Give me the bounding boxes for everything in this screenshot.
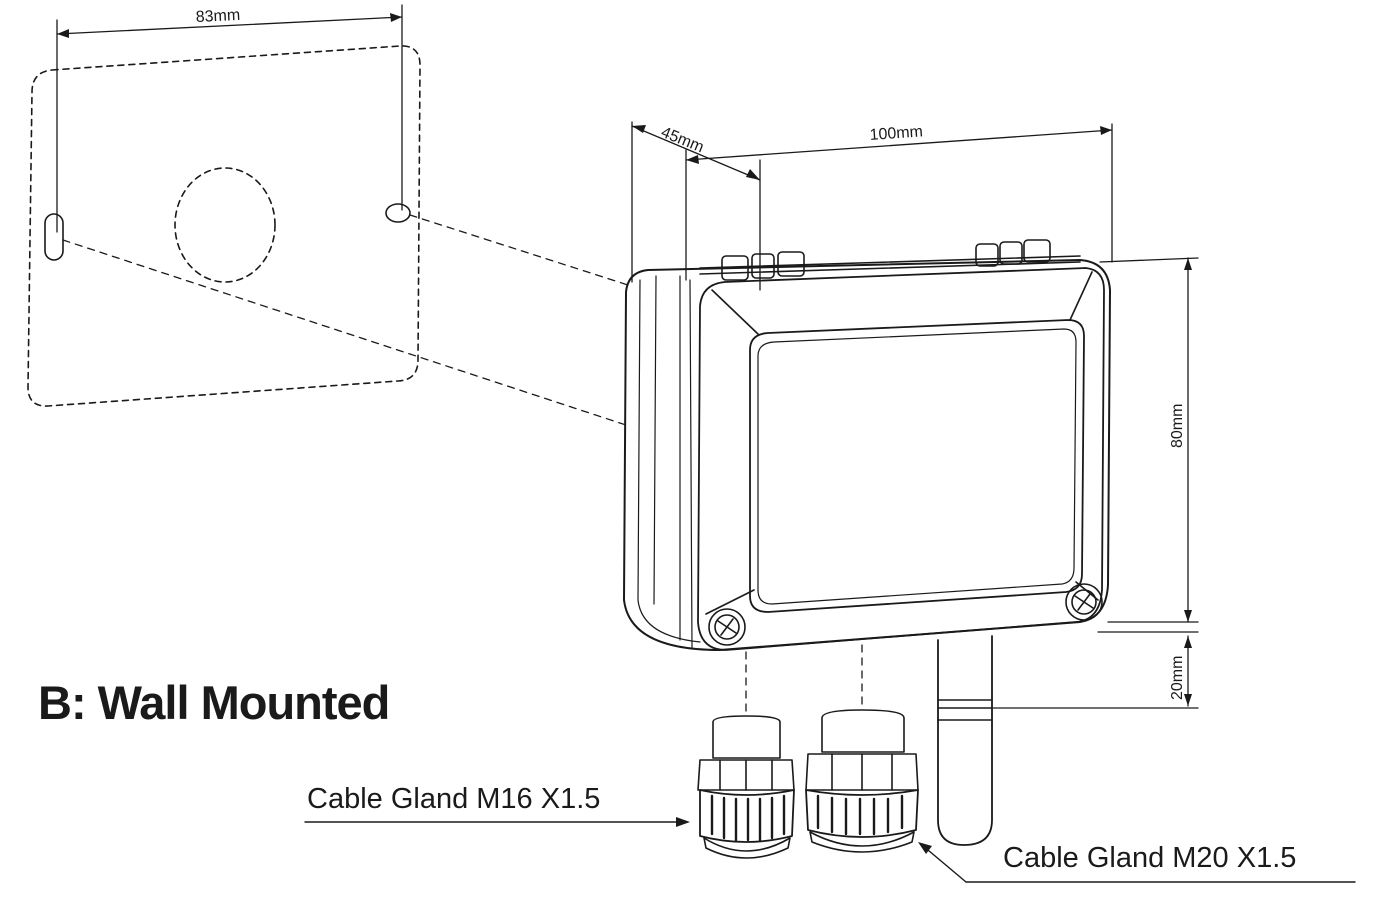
- dimension-83mm-lines: [56, 4, 403, 233]
- dimension-80mm-label: 80mm: [1169, 404, 1186, 448]
- cable-gland-m20: [805, 709, 919, 853]
- diagram-title: B: Wall Mounted: [38, 676, 390, 729]
- dimension-83mm-label: 83mm: [195, 7, 240, 26]
- sensor-probe: [937, 635, 993, 846]
- mounting-slots: [44, 203, 411, 261]
- dimension-100mm-label: 100mm: [869, 123, 923, 144]
- projection-lines: [62, 214, 863, 716]
- mounting-plate-outline: [27, 45, 421, 407]
- dimension-45mm-100mm-lines: [631, 121, 1113, 291]
- enclosure-hinges: [699, 239, 1081, 281]
- cable-gland-m16: [697, 715, 795, 859]
- cable-gland-m16-label: Cable Gland M16 X1.5: [307, 783, 601, 815]
- dimension-45mm-label: 45mm: [659, 124, 707, 156]
- callout-leaders: [304, 817, 1356, 883]
- lid-screws: [708, 583, 1103, 646]
- dimension-80mm-20mm-lines: [991, 257, 1199, 709]
- dimension-20mm-label: 20mm: [1169, 656, 1186, 700]
- cable-gland-m20-label: Cable Gland M20 X1.5: [1003, 842, 1297, 874]
- enclosure-body: [623, 259, 1111, 651]
